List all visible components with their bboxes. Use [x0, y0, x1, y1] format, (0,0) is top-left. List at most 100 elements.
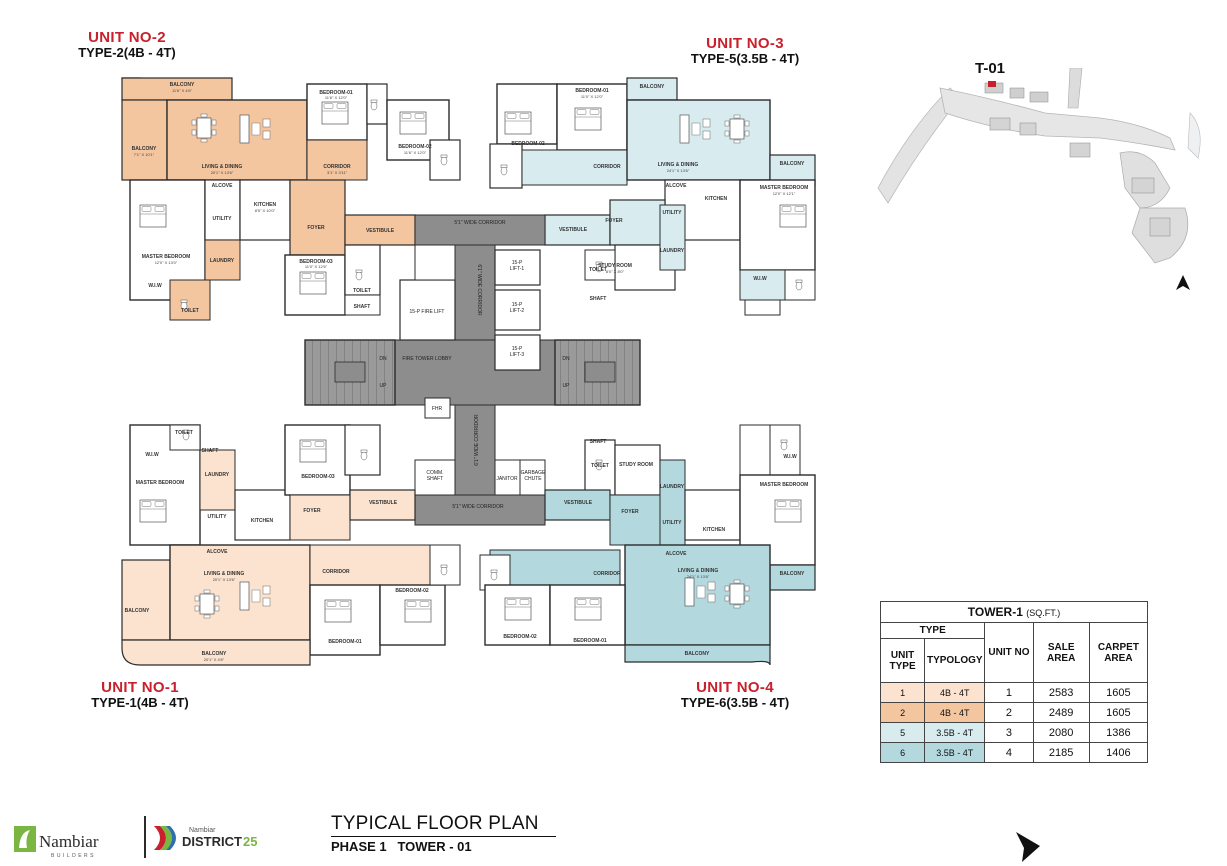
u4-balcony-side-label: BALCONY: [780, 571, 805, 577]
stair-right-dn: DN: [562, 356, 570, 362]
unit-1-type: TYPE-1(4B - 4T): [91, 695, 189, 711]
unit-2-heading: UNIT NO-2 TYPE-2(4B - 4T): [62, 29, 192, 61]
unit-3-heading: UNIT NO-3 TYPE-5(3.5B - 4T): [670, 35, 820, 67]
fhr-label: FHR: [432, 406, 443, 412]
unit-no-header: UNIT NO: [984, 622, 1034, 683]
core-corridor-vertical-bottom: 6'1" WIDE CORRIDOR: [474, 414, 480, 466]
svg-text:3'1" X 3'11": 3'1" X 3'11": [327, 170, 348, 175]
u2-utility-label: UTILITY: [213, 216, 233, 222]
area-table-title: TOWER-1 (SQ.FT.): [880, 601, 1148, 623]
unit-2-plan: BALCONY 11'6" X 4'6" BALCONY 7'1" X 10'1…: [121, 77, 461, 321]
floor-plan-title: TYPICAL FLOOR PLAN: [331, 813, 539, 834]
north-arrow-icon: [1016, 832, 1040, 862]
u3-bedroom2-label: BEDROOM-02: [511, 141, 545, 147]
u1-corridor-label: CORRIDOR: [322, 569, 350, 575]
u1-wiw-label: W.I.W: [145, 452, 159, 458]
u4-wiw-label: W.I.W: [783, 454, 797, 460]
u4-laundry-label: LAUNDRY: [660, 484, 685, 490]
svg-text:20'1" X 13'6": 20'1" X 13'6": [211, 170, 234, 175]
title-underline: [331, 836, 556, 837]
u2-balcony-top-label: BALCONY: [170, 82, 195, 88]
carpet-area-header: CARPET AREA: [1088, 622, 1149, 683]
u2-bedroom3-label: BEDROOM-03: [299, 259, 333, 265]
unit-1-plan: MASTER BEDROOM W.I.W LAUNDRY UTILITY KIT…: [121, 424, 461, 666]
core-corridor-bottom-label: 5'1" WIDE CORRIDOR: [452, 504, 504, 510]
u4-utility-label: UTILITY: [663, 520, 683, 526]
u1-kitchen-label: KITCHEN: [251, 518, 274, 524]
svg-text:20'1" X 13'6": 20'1" X 13'6": [213, 577, 236, 582]
svg-text:7'1" X 10'1": 7'1" X 10'1": [134, 152, 155, 157]
u2-shaft-label: SHAFT: [354, 304, 371, 310]
sale-area-header: SALE AREA: [1032, 622, 1090, 683]
u1-master-label: MASTER BEDROOM: [136, 480, 185, 486]
u1-utility-label: UTILITY: [208, 514, 228, 520]
unit-3-type: TYPE-5(3.5B - 4T): [690, 51, 800, 67]
u1-laundry-label: LAUNDRY: [205, 472, 230, 478]
u3-master-label: MASTER BEDROOM: [760, 185, 809, 191]
u1-vestibule-label: VESTIBULE: [369, 500, 398, 506]
u2-laundry-label: LAUNDRY: [210, 258, 235, 264]
u2-living-label: LIVING & DINING: [202, 164, 243, 170]
u3-kitchen-label: KITCHEN: [705, 196, 728, 202]
u3-vestibule-label: VESTIBULE: [559, 227, 588, 233]
svg-text:11'6" X 4'6": 11'6" X 4'6": [172, 88, 193, 93]
u1-toilet-label: TOILET: [175, 430, 193, 436]
u3-living-label: LIVING & DINING: [658, 162, 699, 168]
core-corridor-top-label: 5'1" WIDE CORRIDOR: [454, 220, 506, 226]
u4-study-label: STUDY ROOM: [619, 462, 653, 468]
floor-plan-title-block: TYPICAL FLOOR PLAN PHASE 1 TOWER - 01: [331, 813, 556, 854]
unit-4-number: UNIT NO-4: [696, 679, 774, 696]
u4-living-label: LIVING & DINING: [678, 568, 719, 574]
floor-plan: BALCONY 11'6" X 4'6" BALCONY 7'1" X 10'1…: [121, 77, 816, 666]
u3-balcony-top-label: BALCONY: [640, 84, 665, 90]
u4-kitchen-label: KITCHEN: [703, 527, 726, 533]
brand-logos: Nambiar BUILDERS Nambiar DISTRICT 25: [14, 816, 257, 859]
svg-text:8'0" X 8'0": 8'0" X 8'0": [606, 269, 625, 274]
svg-text:BUILDERS: BUILDERS: [51, 853, 96, 859]
u3-utility-label: UTILITY: [663, 210, 683, 216]
u4-master-label: MASTER BEDROOM: [760, 482, 809, 488]
svg-text:24'1" X 13'6": 24'1" X 13'6": [687, 574, 710, 579]
unit-2-type: TYPE-2(4B - 4T): [78, 45, 176, 61]
u4-alcove-label: ALCOVE: [666, 551, 688, 557]
svg-text:8'5" X 10'0": 8'5" X 10'0": [255, 208, 276, 213]
u3-balcony-side-label: BALCONY: [780, 161, 805, 167]
unit-1-number: UNIT NO-1: [101, 679, 179, 696]
unit-2-number: UNIT NO-2: [88, 29, 166, 46]
u1-bedroom1-label: BEDROOM-01: [328, 639, 362, 645]
u3-study-label: STUDY ROOM: [598, 263, 632, 269]
u4-shaft-label: SHAFT: [590, 439, 607, 445]
u3-shaft-label: SHAFT: [590, 296, 607, 302]
stair-left-dn: DN: [379, 356, 387, 362]
u2-bedroom1-label: BEDROOM-01: [319, 90, 353, 96]
u1-balcony-bottom-label: BALCONY: [202, 651, 227, 657]
u3-foyer-label: FOYER: [605, 218, 623, 224]
stair-left-up: UP: [380, 383, 388, 389]
u4-balcony-bottom-label: BALCONY: [685, 651, 710, 657]
svg-text:25: 25: [243, 834, 257, 849]
svg-text:12'0" X 12'1": 12'0" X 12'1": [773, 191, 796, 196]
u3-toilet-label: TOILET: [589, 267, 607, 273]
u2-vestibule-label: VESTIBULE: [366, 228, 395, 234]
typology-header: TYPOLOGY: [924, 638, 986, 683]
table-row: 1 4B - 4T 1 2583 1605: [879, 682, 1149, 703]
u2-corridor-label: CORRIDOR: [323, 164, 351, 170]
u4-corridor-label: CORRIDOR: [593, 571, 621, 577]
svg-text:Nambiar: Nambiar: [189, 827, 216, 834]
logo-divider: [144, 816, 146, 858]
tower-key-label: T-01: [975, 60, 1006, 77]
svg-text:20'1" X 4'6": 20'1" X 4'6": [204, 657, 225, 662]
core-corridor-vertical-top: 6'1" WIDE CORRIDOR: [476, 264, 482, 316]
u1-living-label: LIVING & DINING: [204, 571, 245, 577]
type-header: TYPE: [879, 622, 986, 639]
u1-shaft-label: SHAFT: [202, 448, 219, 454]
unit-4-type: TYPE-6(3.5B - 4T): [680, 695, 790, 711]
u2-foyer-label: FOYER: [307, 225, 325, 231]
u2-bedroom2-label: BEDROOM-02: [398, 144, 432, 150]
svg-text:24'1" X 13'6": 24'1" X 13'6": [667, 168, 690, 173]
u2-alcove-label: ALCOVE: [212, 183, 234, 189]
u4-bedroom1-label: BEDROOM-01: [573, 638, 607, 644]
u2-balcony-side-label: BALCONY: [132, 146, 157, 152]
u2-kitchen-label: KITCHEN: [254, 202, 277, 208]
